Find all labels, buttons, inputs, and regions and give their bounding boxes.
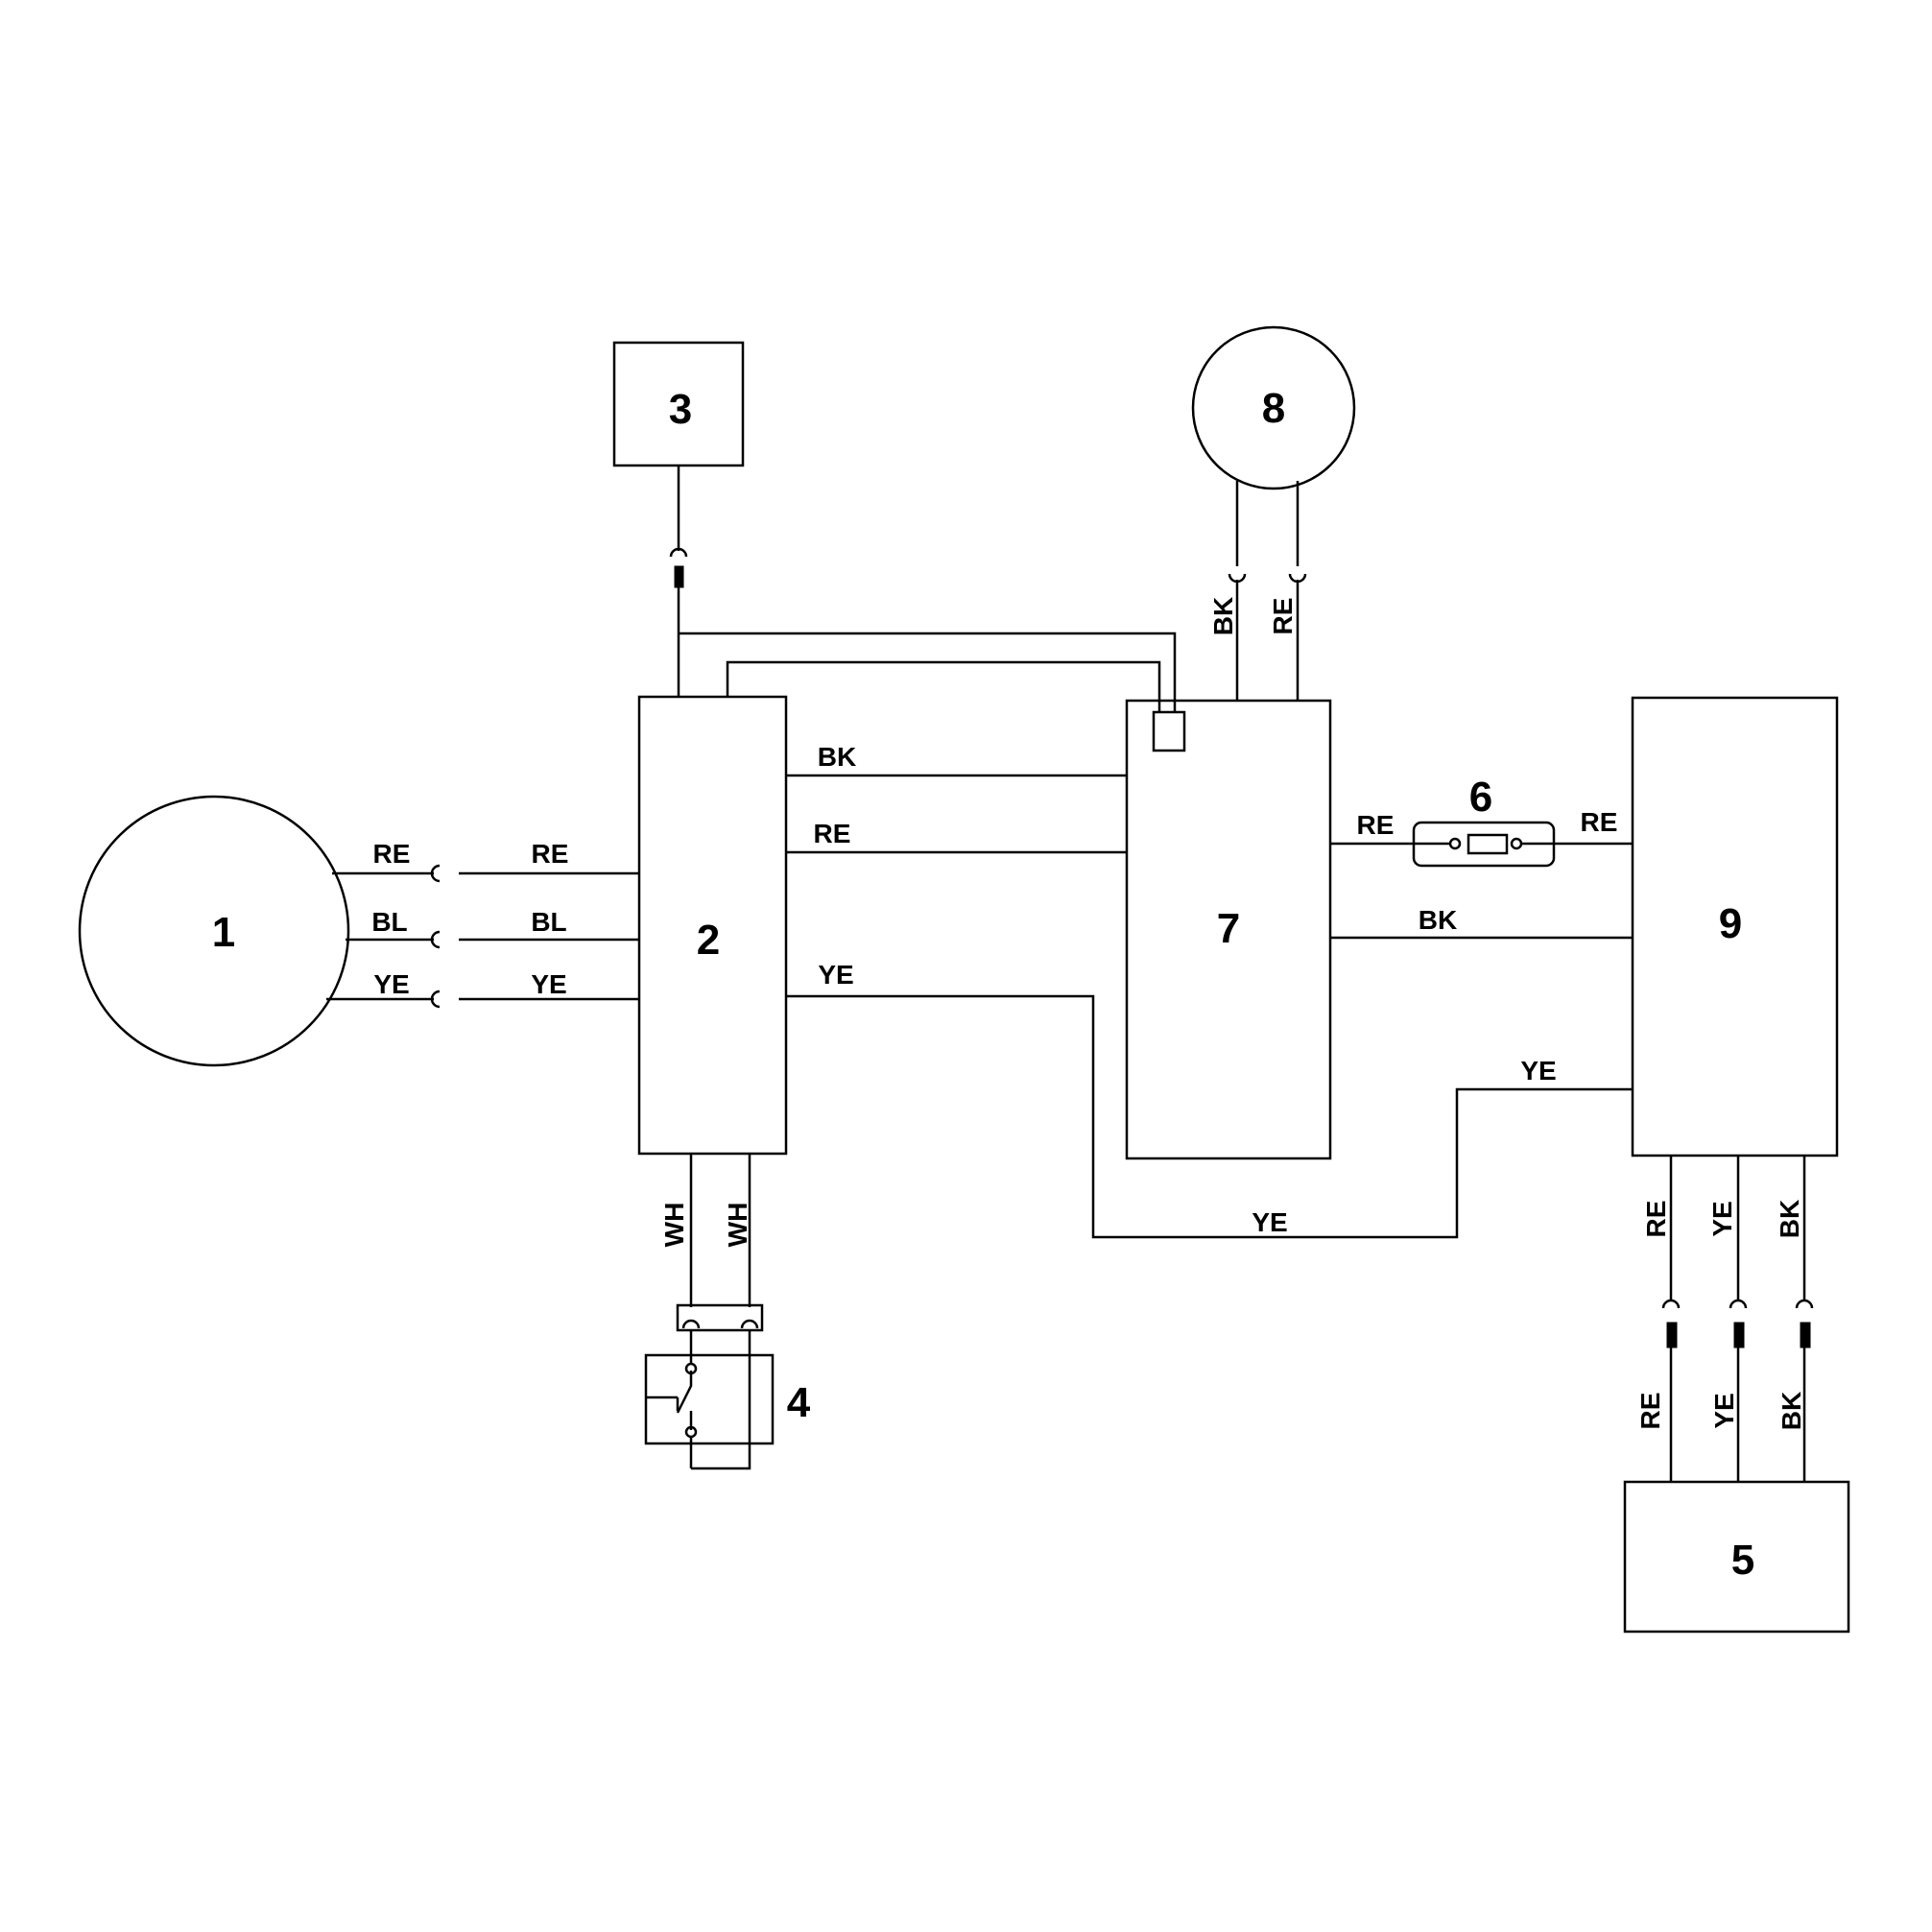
wire-label-5-bk: BK (1777, 1392, 1806, 1430)
wire-label-7-9-bk: BK (1419, 905, 1457, 935)
wire-label-wh-right: WH (723, 1203, 752, 1248)
wire-label-1-re: RE (373, 839, 411, 869)
component-9: 9 (1631, 696, 1839, 1157)
wires-2-to-7: BK RE YE YE YE (786, 742, 1633, 1239)
wire-label-5-ye: YE (1709, 1393, 1739, 1428)
component-8-label: 8 (1262, 385, 1285, 432)
wires-8-to-7: BK RE (1208, 481, 1307, 701)
component-1-label: 1 (212, 909, 235, 956)
wire-label-8-re: RE (1268, 598, 1298, 635)
wire-label-2-7-bk: BK (818, 742, 856, 772)
wire-label-ye-bottom: YE (1252, 1207, 1287, 1237)
wire-label-9-re: RE (1641, 1201, 1671, 1238)
component-6-label: 6 (1469, 774, 1492, 821)
wire-label-2-7-re: RE (814, 819, 851, 848)
component-7: 7 (1125, 699, 1332, 1160)
wire-label-7-fuse-re: RE (1357, 810, 1395, 840)
wire-label-1-bl: BL (371, 907, 407, 937)
wire-label-2-re: RE (532, 839, 569, 869)
wire-label-fuse-9-re: RE (1581, 807, 1618, 837)
wire-label-9-ye: YE (1707, 1201, 1737, 1236)
component-2-label: 2 (697, 917, 720, 964)
component-4-label: 4 (787, 1379, 811, 1426)
component-7-label: 7 (1217, 905, 1240, 952)
component-3: 3 (612, 341, 745, 467)
component-3-label: 3 (669, 386, 692, 433)
wire-label-2-bl: BL (531, 907, 566, 937)
wire-label-wh-left: WH (659, 1203, 689, 1248)
wires-9-to-5: RE YE BK RE YE BK (1635, 1156, 1814, 1482)
component-2: 2 (637, 695, 788, 1156)
component-1: 1 (78, 795, 350, 1067)
wires-3-to-2 (669, 465, 1177, 712)
wire-label-8-bk: BK (1208, 597, 1238, 635)
wire-label-ye-c9: YE (1520, 1056, 1556, 1085)
wire-label-2-ye: YE (531, 969, 566, 999)
component-6-fuse: 6 (1412, 774, 1556, 868)
wire-label-1-ye: YE (373, 969, 409, 999)
wires-1-to-2: RE BL YE RE BL YE (326, 839, 639, 1009)
component-4-switch: 4 (644, 1353, 811, 1445)
component-5: 5 (1623, 1480, 1850, 1634)
component-5-label: 5 (1731, 1537, 1754, 1584)
wires-2-to-4: WH WH (659, 1154, 764, 1470)
component-8: 8 (1191, 325, 1356, 490)
component-9-label: 9 (1719, 900, 1742, 947)
wires-7-to-9: RE RE BK (1330, 807, 1633, 940)
wire-label-2-7-ye: YE (818, 960, 853, 990)
wire-label-9-bk: BK (1775, 1200, 1804, 1238)
wire-label-5-re: RE (1635, 1393, 1665, 1430)
